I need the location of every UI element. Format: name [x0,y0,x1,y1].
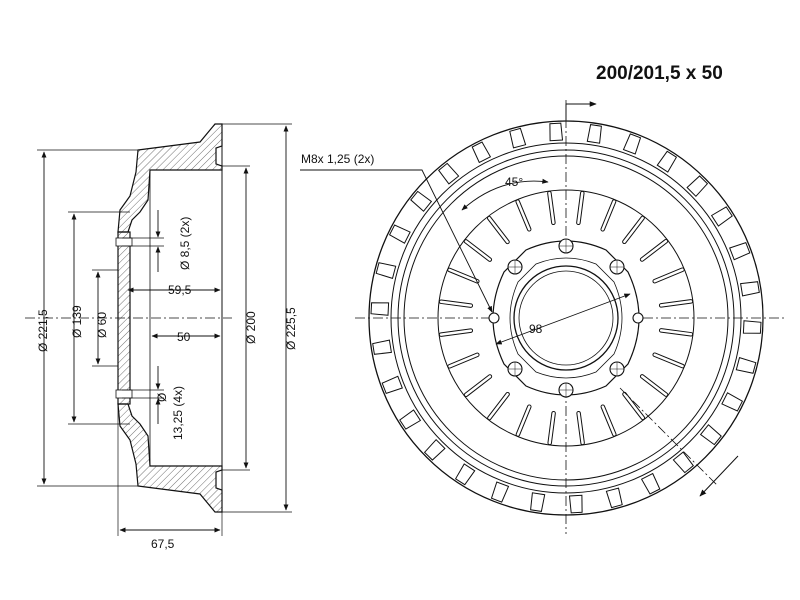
label-r98: 98 [529,322,543,336]
inner-rib [488,392,509,420]
flange-hole-lower [115,389,133,399]
outer-fin [375,262,397,280]
hub-flange-inner [509,257,623,379]
drum-inner-ring-1 [397,149,735,487]
outer-fin [490,481,510,503]
outer-fin [640,472,661,495]
outer-fin [549,122,564,142]
dim-hole-8-5: Ø 8,5 (2x) [178,217,192,270]
outer-fin [372,339,392,355]
section-marker-bottom [699,455,739,497]
inner-rib [640,375,668,396]
dim-d221-5: Ø 221,5 [36,309,50,352]
outer-cooling-fins [370,122,762,514]
drum-outer-ring [368,120,764,516]
outer-fin [388,224,411,244]
inner-rib [653,268,684,283]
label-thread: M8x 1,25 (2x) [301,152,374,166]
inner-rib [439,300,473,307]
dim-len-59-5: 59,5 [168,283,192,297]
thread-hole-right [632,312,644,324]
inner-rib [464,240,492,261]
outer-fin [454,463,476,486]
inner-rib [548,411,555,445]
outer-fin [740,281,760,297]
inner-rib [623,392,645,420]
outer-fin [735,356,757,374]
inner-rib [659,300,693,307]
outer-fin [423,438,446,461]
outer-fin [381,375,403,395]
outer-fin [605,487,623,509]
inner-rib [623,216,644,244]
inner-rib [653,353,684,368]
inner-rib [448,268,479,283]
dim-len-67-5: 67,5 [151,537,175,551]
inner-rib [577,411,584,445]
inner-rib [516,405,531,436]
dim-d225-5: Ø 225,5 [284,307,298,350]
outer-fin [729,241,751,261]
dim-hole-13-25: 13,25 (4x) [171,386,185,440]
outer-fin [410,190,433,212]
inner-rib [548,191,555,225]
inner-rib [601,200,616,231]
outer-fin [509,127,527,149]
dim-d60: Ø 60 [95,312,109,338]
label-angle-45: 45° [505,175,523,189]
dim-d139: Ø 139 [70,305,84,338]
inner-rib [464,375,492,397]
flange-hole-upper [115,237,133,247]
outer-fin [686,175,709,198]
hub-flange [117,231,131,405]
hub-ring [437,189,695,447]
outer-fin [622,133,642,155]
outer-fin [710,206,733,227]
outer-fin [530,492,546,512]
inner-rib [577,191,584,225]
inner-rib [640,239,668,261]
outer-fin [471,141,492,164]
drum-fin-ring [390,142,742,494]
drawing-title: 200/201,5 x 50 [596,63,723,84]
outer-fin [721,392,744,412]
inner-rib [439,329,473,336]
drum-section-bottom [117,403,223,513]
outer-fin [586,124,602,144]
drum-inner-ring-2 [403,155,729,481]
outer-fin [672,451,694,474]
outer-fin [568,494,583,514]
inner-rib [487,216,509,244]
outer-fin [399,409,422,430]
outer-fin [742,320,762,334]
outer-fin [656,150,678,173]
dim-d200: Ø 200 [244,311,258,344]
inner-rib [659,329,693,336]
thread-hole-left [488,312,500,324]
outer-fin [370,302,390,316]
inner-radial-ribs [438,190,694,446]
front-view: M8x 1,25 (2x) 45° 98 [300,100,786,534]
drum-section-top [117,123,223,233]
dim-hole-13-25-dia: Ø [155,393,169,402]
inner-rib [516,200,531,231]
center-bore-inner [518,270,614,366]
inner-rib [601,405,616,436]
outer-fin [699,424,722,446]
inner-rib [448,353,479,368]
side-section-view: Ø 221,5 Ø 139 Ø 60 Ø 8,5 (2x) 59,5 50 Ø … [25,123,298,551]
dim-len-50: 50 [177,330,191,344]
outer-fin [438,162,460,185]
section-marker-top [565,101,597,120]
